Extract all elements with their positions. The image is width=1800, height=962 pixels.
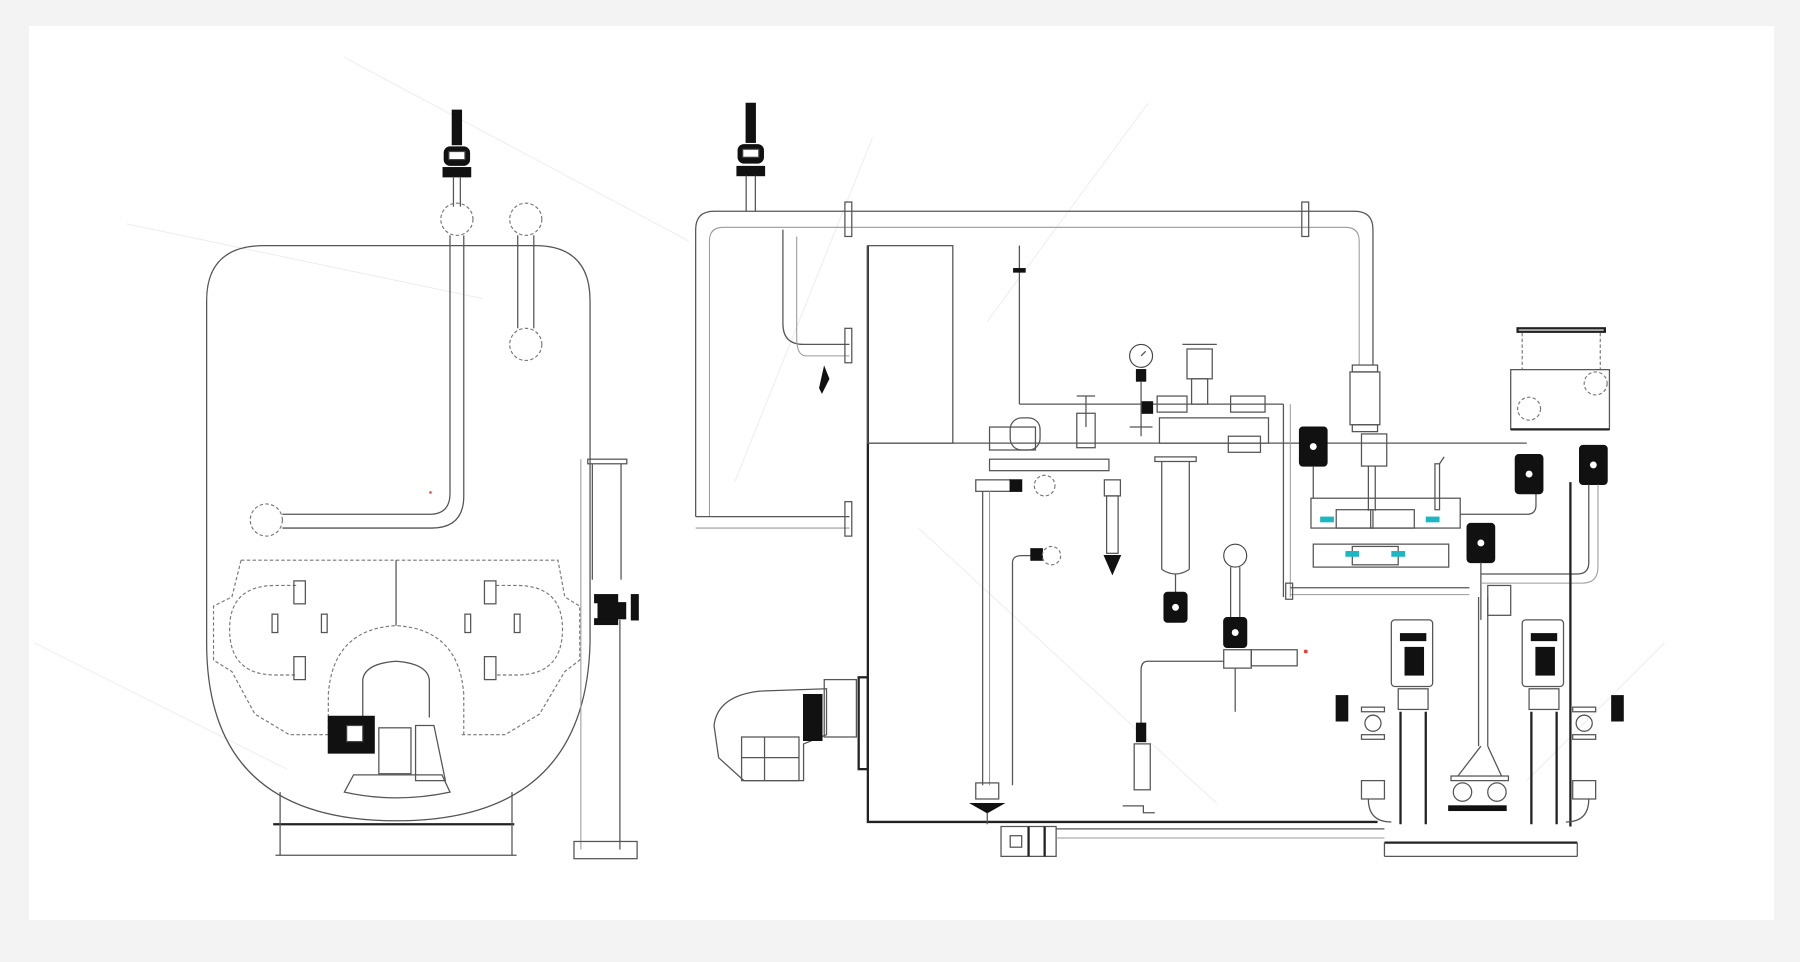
control-cabinet [867, 245, 954, 444]
check-valve-icon [1223, 617, 1248, 649]
feed-water-tank [1510, 327, 1611, 431]
flange [509, 202, 543, 236]
check-valve-icon [1514, 454, 1544, 495]
steam-pipe [282, 235, 451, 515]
safety-valve-icon [736, 102, 766, 212]
level-gauge-column [573, 458, 638, 860]
red-mark [1304, 649, 1308, 654]
check-valve-icon [1298, 426, 1328, 467]
safety-valve-icon [442, 109, 472, 207]
blowdown-valve-icon [969, 782, 1006, 825]
inspection-port [495, 584, 564, 676]
feed-pump [1390, 619, 1434, 825]
burner-door [327, 625, 465, 735]
boiler-body [866, 245, 1378, 824]
check-valve-icon [1466, 522, 1496, 564]
flange [509, 327, 543, 362]
steam-header-pipe [695, 210, 1374, 517]
flange [249, 503, 283, 537]
feed-pump [1521, 619, 1565, 825]
construction-lines [34, 56, 1665, 804]
main-steam-valve [1349, 364, 1388, 511]
boiler-shell [206, 245, 591, 643]
pump-isolation-valves [1335, 695, 1624, 823]
side-view [429, 102, 1624, 858]
red-mark [429, 491, 432, 494]
check-valve-icon [1163, 591, 1188, 623]
burner [713, 678, 858, 782]
front-view [206, 109, 639, 860]
level-probe [1223, 543, 1248, 568]
burner-motor-icon [327, 715, 375, 754]
cyan-markers [1320, 516, 1440, 557]
drawing-panel [29, 26, 1774, 920]
pressure-gauge-icon [1129, 343, 1154, 437]
inspection-port [229, 584, 297, 676]
filter-column [1154, 456, 1197, 593]
feed-water-manifold [1310, 497, 1461, 568]
drain-valve-icon [594, 594, 639, 626]
burner-front-plate [212, 559, 581, 736]
check-valve-icon [1579, 444, 1608, 486]
steam-valve-manifold [1140, 343, 1291, 597]
sight-glass [1103, 479, 1122, 576]
steam-outlet-flange [440, 202, 474, 236]
